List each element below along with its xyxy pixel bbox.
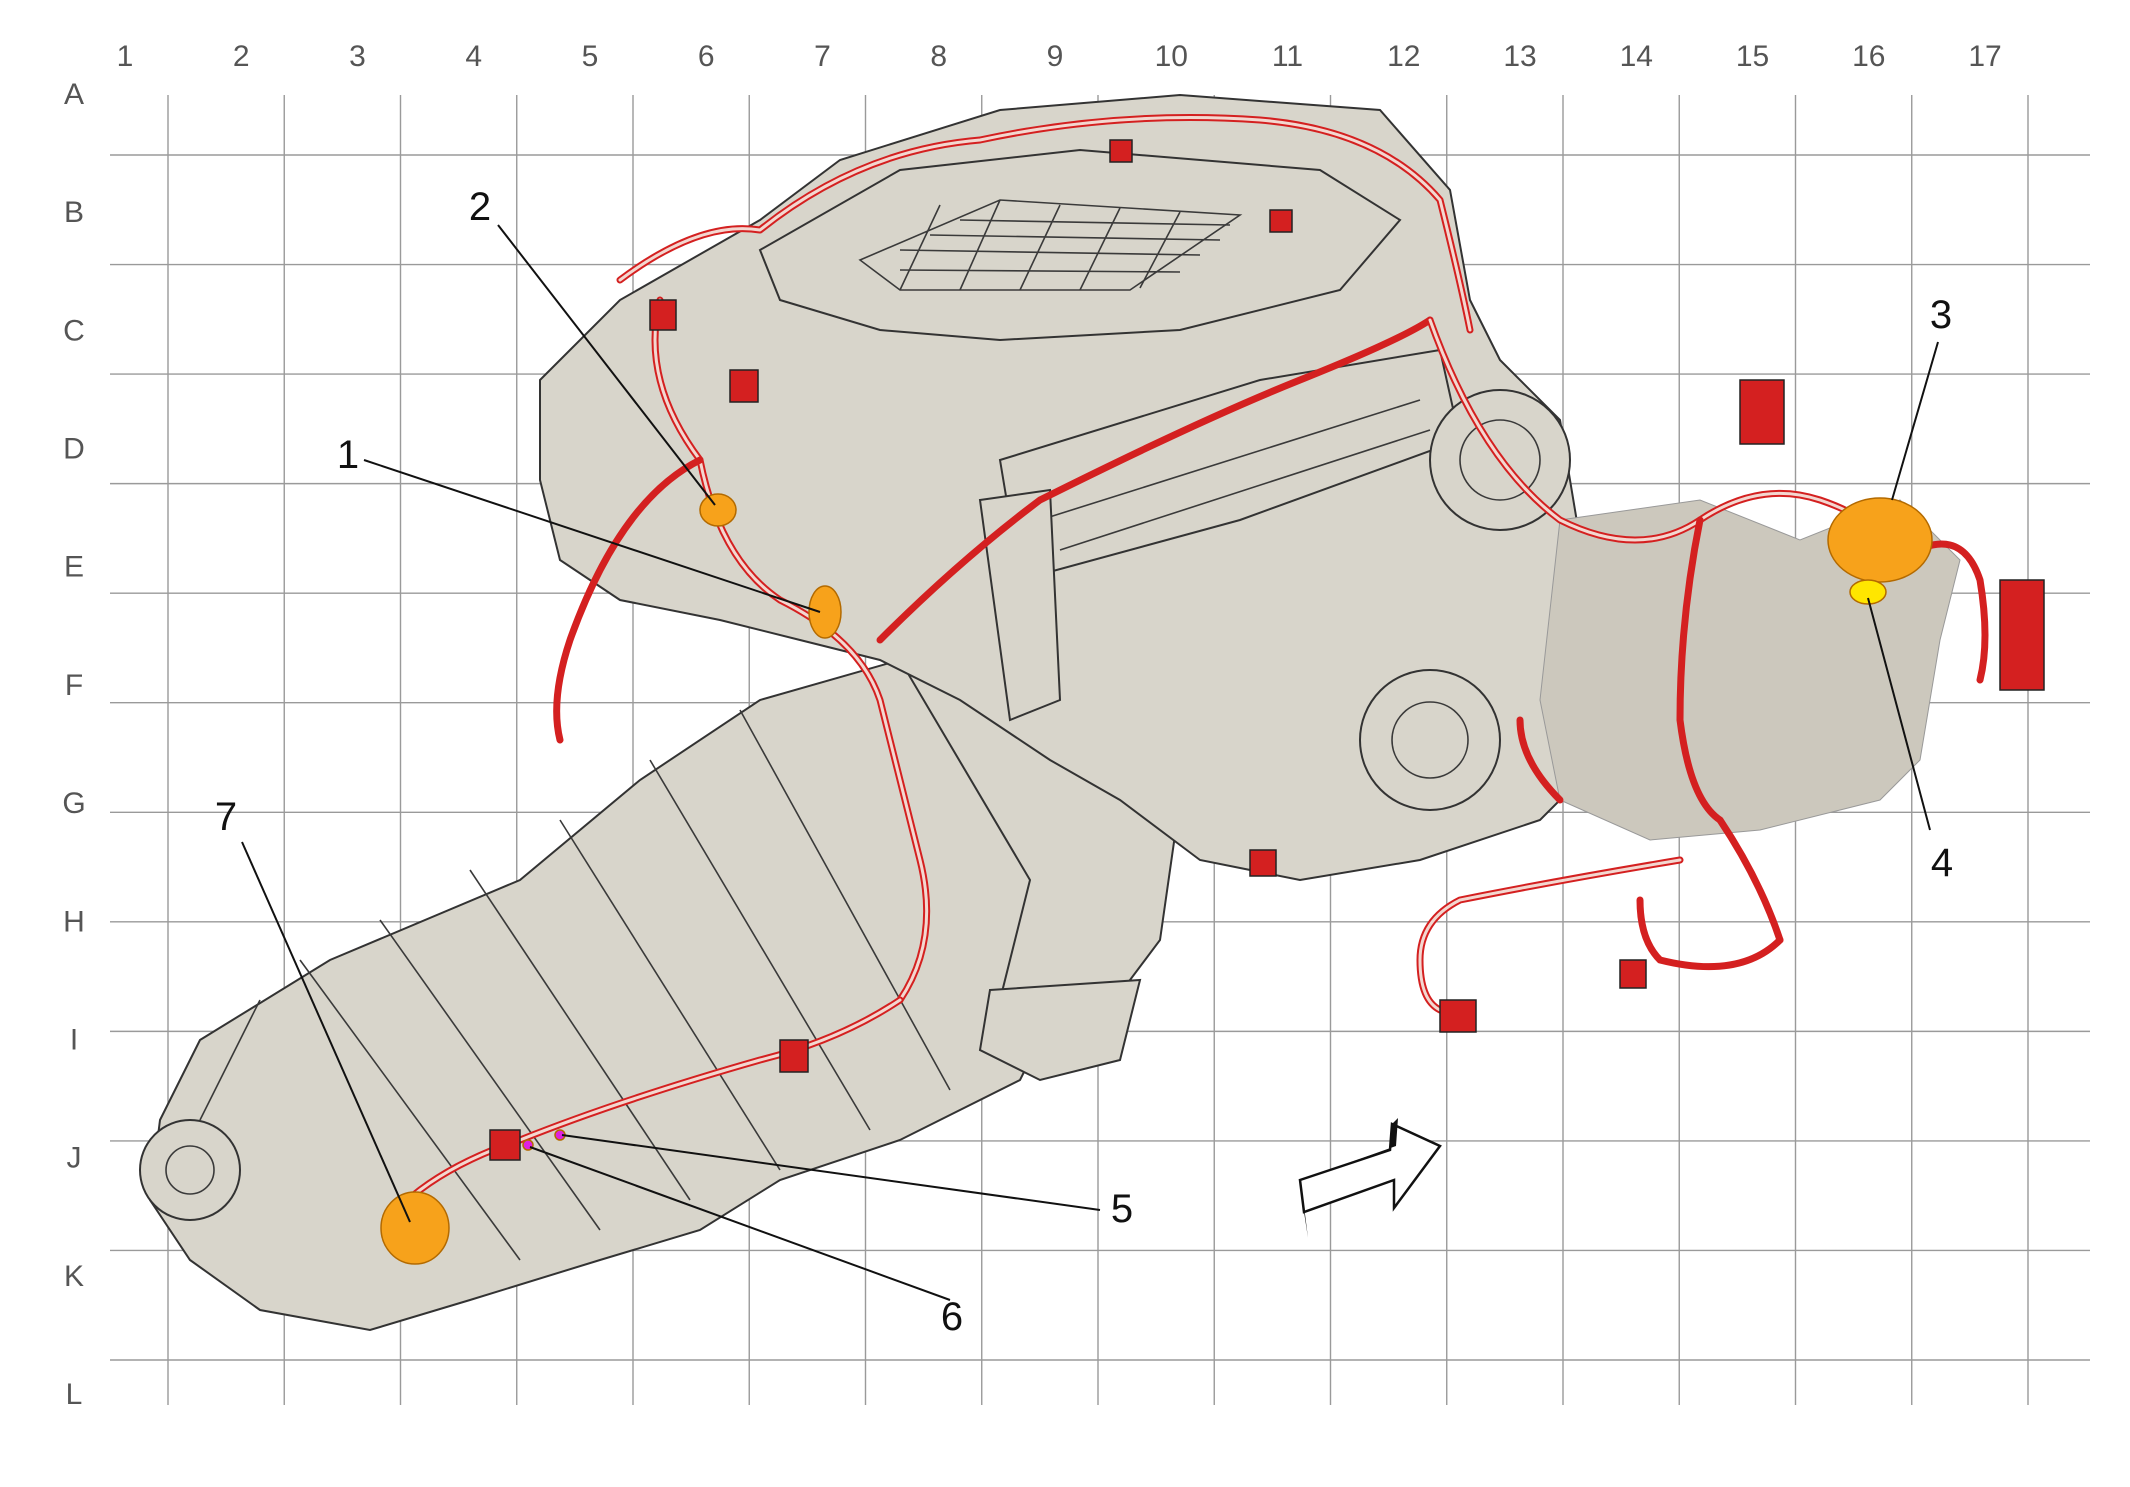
- grid-column-label: 1: [117, 40, 134, 73]
- grid-column-label: 5: [582, 40, 599, 73]
- grid-column-label: 8: [930, 40, 947, 73]
- grid-row-labels: A B C D E F G H I J K L: [62, 78, 85, 1411]
- harness-connectors: [489, 139, 2045, 1161]
- grid-row-label: G: [62, 787, 85, 820]
- component-7-marker: [380, 1191, 450, 1265]
- component-2-marker: [699, 493, 737, 527]
- grid-column-label: 2: [233, 40, 250, 73]
- grid-row-label: K: [64, 1260, 84, 1293]
- grid-row-label: J: [67, 1142, 82, 1175]
- grid-column-label: 12: [1387, 40, 1420, 73]
- forward-arrow-icon: [1298, 1118, 1442, 1238]
- engine-transmission-assembly: [139, 93, 1612, 1332]
- callout-2: 2: [469, 185, 491, 229]
- component-4-marker: [1849, 579, 1887, 605]
- grid-column-label: 15: [1736, 40, 1769, 73]
- grid-column-label: 14: [1620, 40, 1653, 73]
- callout-4: 4: [1931, 841, 1953, 885]
- grid-row-label: L: [66, 1378, 83, 1411]
- grid-row-label: E: [64, 551, 84, 584]
- callout-3: 3: [1930, 293, 1952, 337]
- grid-row-label: A: [64, 78, 84, 111]
- grid-column-label: 13: [1503, 40, 1536, 73]
- grid-row-label: H: [63, 905, 85, 938]
- grid-column-label: 11: [1272, 40, 1303, 73]
- callout-leaders: [241, 224, 1939, 1301]
- grid-column-label: 3: [349, 40, 366, 73]
- callout-7: 7: [215, 795, 237, 839]
- highlighted-components: [380, 493, 1933, 1265]
- component-1-marker: [808, 585, 842, 639]
- grid-column-label: 9: [1047, 40, 1064, 73]
- grid-column-label: 16: [1852, 40, 1885, 73]
- callout-labels: 1 2 3 4 5 6 7: [215, 185, 1953, 1339]
- grid-column-label: 17: [1968, 40, 2001, 73]
- grid-row-label: D: [63, 433, 85, 466]
- grid-row-label: C: [63, 314, 85, 347]
- grid-column-label: 6: [698, 40, 715, 73]
- grid-row-label: I: [70, 1023, 78, 1056]
- callout-5: 5: [1111, 1187, 1133, 1231]
- component-3-marker: [1827, 497, 1933, 583]
- grid-column-label: 10: [1155, 40, 1188, 73]
- callout-6: 6: [941, 1295, 963, 1339]
- engine-wiring-harness: [389, 114, 1989, 1254]
- grid-column-label: 4: [465, 40, 482, 73]
- callout-1: 1: [337, 433, 359, 477]
- grid-row-label: B: [64, 196, 84, 229]
- grid-row-label: F: [65, 669, 83, 702]
- grid-column-label: 7: [814, 40, 831, 73]
